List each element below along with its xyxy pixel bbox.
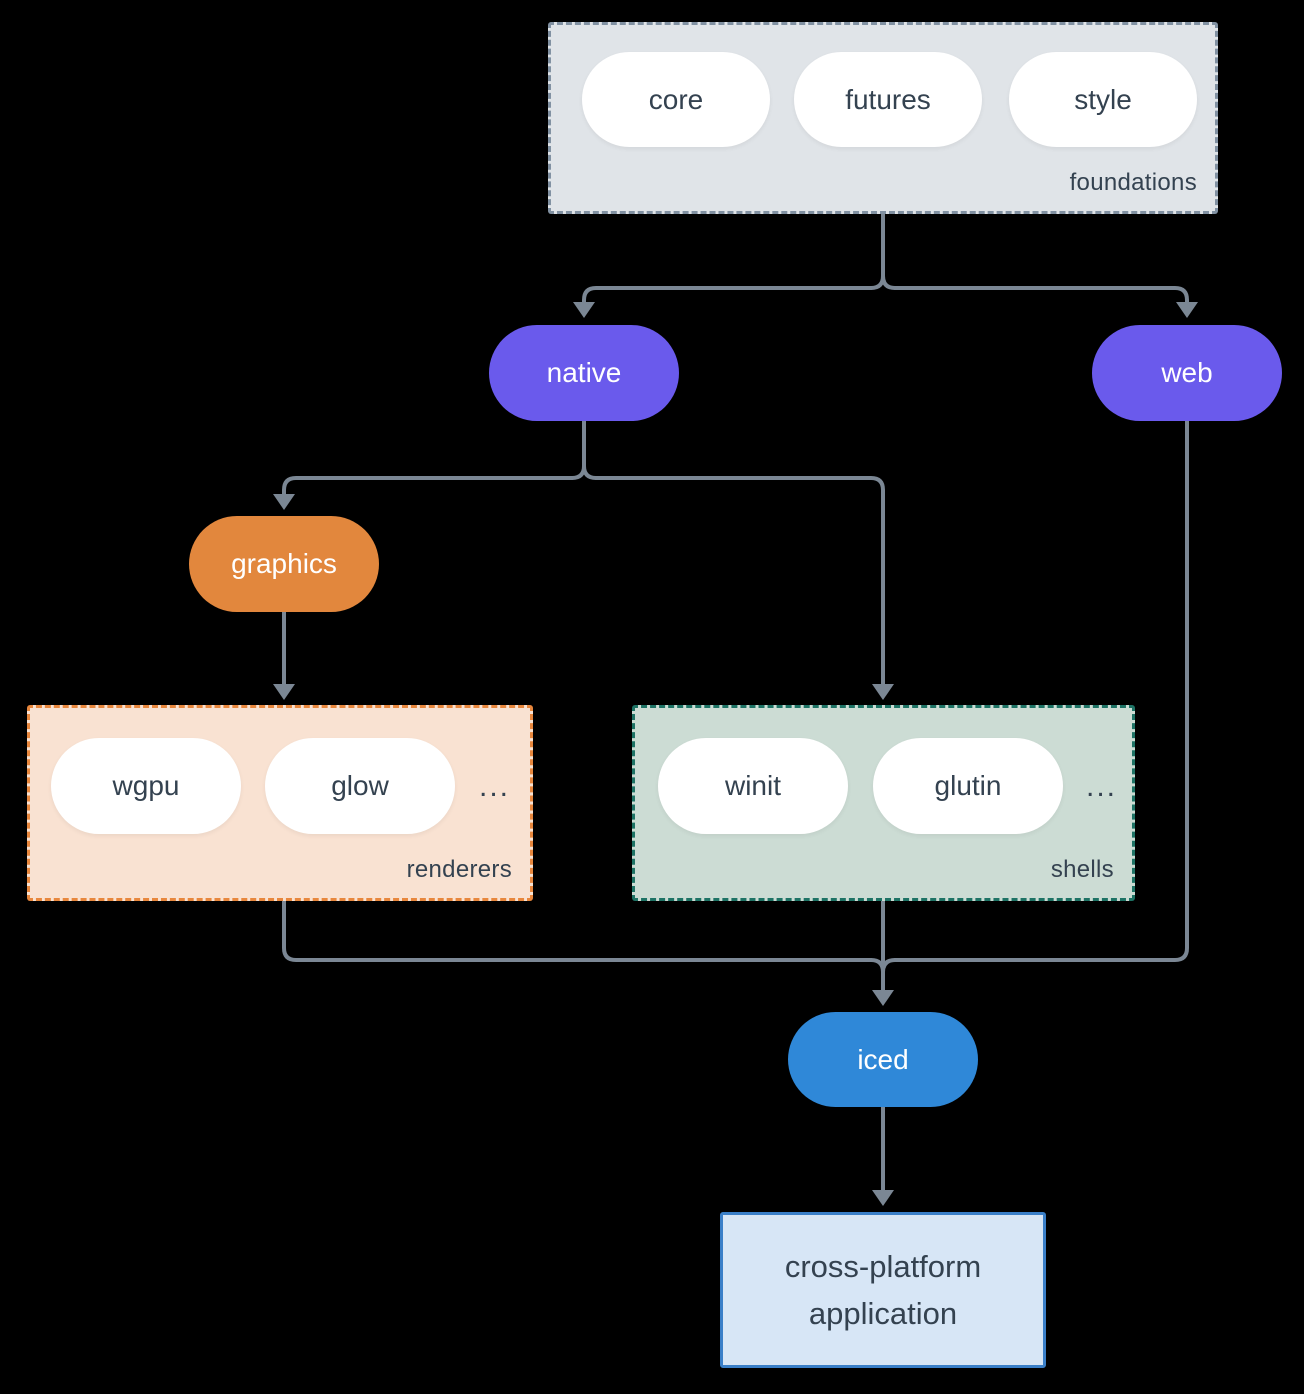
node-core: core <box>582 52 770 147</box>
renderers-group: wgpu glow ... renderers <box>27 705 533 901</box>
foundations-group-label: foundations <box>1069 169 1197 196</box>
node-wgpu: wgpu <box>51 738 241 834</box>
application-label-line2: application <box>808 1296 958 1331</box>
renderers-group-label: renderers <box>406 856 512 883</box>
arrowhead-application <box>872 1190 894 1206</box>
shells-group: winit glutin ... shells <box>632 705 1135 901</box>
application-label-line1: cross-platform <box>784 1249 982 1284</box>
renderers-ellipsis: ... <box>479 770 511 803</box>
edge-renderers-to-merge <box>282 899 873 962</box>
node-native: native <box>489 325 679 421</box>
node-graphics: graphics <box>189 516 379 612</box>
arrowhead-native <box>573 302 595 318</box>
edge-foundations-to-web <box>893 286 1189 306</box>
node-style: style <box>1009 52 1197 147</box>
node-cross-platform-application: cross-platform application <box>720 1212 1046 1368</box>
node-iced: iced <box>788 1012 978 1107</box>
arrowhead-iced <box>872 990 894 1006</box>
node-winit: winit <box>658 738 848 834</box>
shells-ellipsis: ... <box>1086 770 1118 803</box>
edge-web-to-merge <box>893 419 1189 962</box>
arrowhead-shells <box>872 684 894 700</box>
node-glutin: glutin <box>873 738 1063 834</box>
edge-foundations-fillets <box>869 274 897 290</box>
shells-group-label: shells <box>1050 856 1114 883</box>
edge-foundations-to-native <box>582 286 873 306</box>
edge-native-to-graphics <box>282 476 574 497</box>
arrowhead-web <box>1176 302 1198 318</box>
edge-native-to-shells <box>594 476 885 687</box>
node-futures: futures <box>794 52 982 147</box>
foundations-group: core futures style foundations <box>548 22 1218 214</box>
edge-native-fillets <box>570 464 598 480</box>
node-web: web <box>1092 325 1282 421</box>
arrowhead-renderers <box>273 684 295 700</box>
node-glow: glow <box>265 738 455 834</box>
arrowhead-graphics <box>273 494 295 510</box>
